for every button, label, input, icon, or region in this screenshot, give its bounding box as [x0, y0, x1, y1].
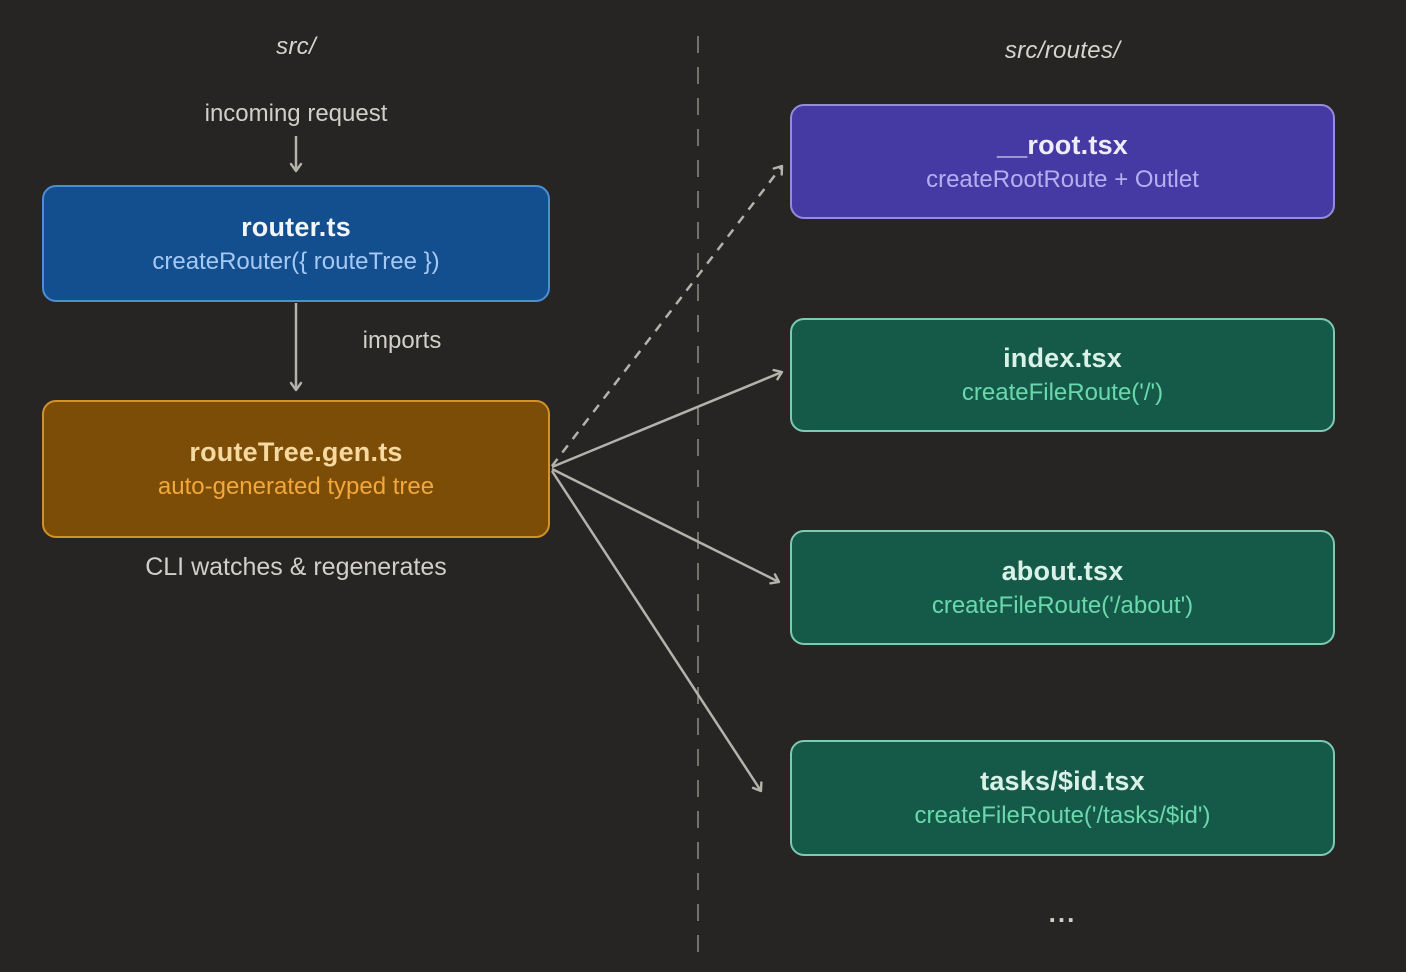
- node-index-tsx-title: index.tsx: [1003, 343, 1122, 373]
- node-tasks-id-tsx: tasks/$id.tsx createFileRoute('/tasks/$i…: [790, 740, 1335, 856]
- node-router-ts-subtitle: createRouter({ routeTree }): [152, 247, 440, 275]
- node-index-tsx-subtitle: createFileRoute('/'): [961, 379, 1164, 406]
- node-tasks-id-tsx-title: tasks/$id.tsx: [980, 766, 1145, 796]
- arrow-to-tasks: [550, 470, 763, 793]
- left-column-header: src/: [276, 33, 316, 60]
- node-root-tsx-subtitle: createRootRoute + Outlet: [926, 165, 1199, 193]
- node-root-tsx-title: __root.tsx: [996, 129, 1129, 160]
- node-about-tsx: about.tsx createFileRoute('/about'): [790, 530, 1335, 645]
- node-root-tsx: __root.tsx createRootRoute + Outlet: [790, 104, 1335, 219]
- right-column-header: src/routes/: [1004, 37, 1121, 64]
- node-tasks-id-tsx-subtitle: createFileRoute('/tasks/$id'): [914, 802, 1211, 829]
- incoming-request-label: incoming request: [204, 100, 388, 127]
- more-routes-ellipsis: ...: [1048, 898, 1077, 928]
- node-about-tsx-title: about.tsx: [1001, 555, 1124, 586]
- arrow-to-index: [551, 368, 784, 469]
- imports-label: imports: [362, 327, 442, 354]
- arrow-to-root-dashed: [551, 164, 784, 467]
- node-routetree-gen-ts: routeTree.gen.ts auto-generated typed tr…: [42, 400, 550, 538]
- node-about-tsx-subtitle: createFileRoute('/about'): [931, 591, 1194, 619]
- node-router-ts: router.ts createRouter({ routeTree }): [42, 185, 550, 302]
- node-routetree-gen-ts-title: routeTree.gen.ts: [189, 437, 403, 467]
- node-routetree-gen-ts-subtitle: auto-generated typed tree: [157, 473, 435, 500]
- node-index-tsx: index.tsx createFileRoute('/'): [790, 318, 1335, 432]
- arrow-to-about: [551, 467, 781, 585]
- cli-watches-label: CLI watches & regenerates: [145, 553, 447, 581]
- node-router-ts-title: router.ts: [241, 211, 351, 242]
